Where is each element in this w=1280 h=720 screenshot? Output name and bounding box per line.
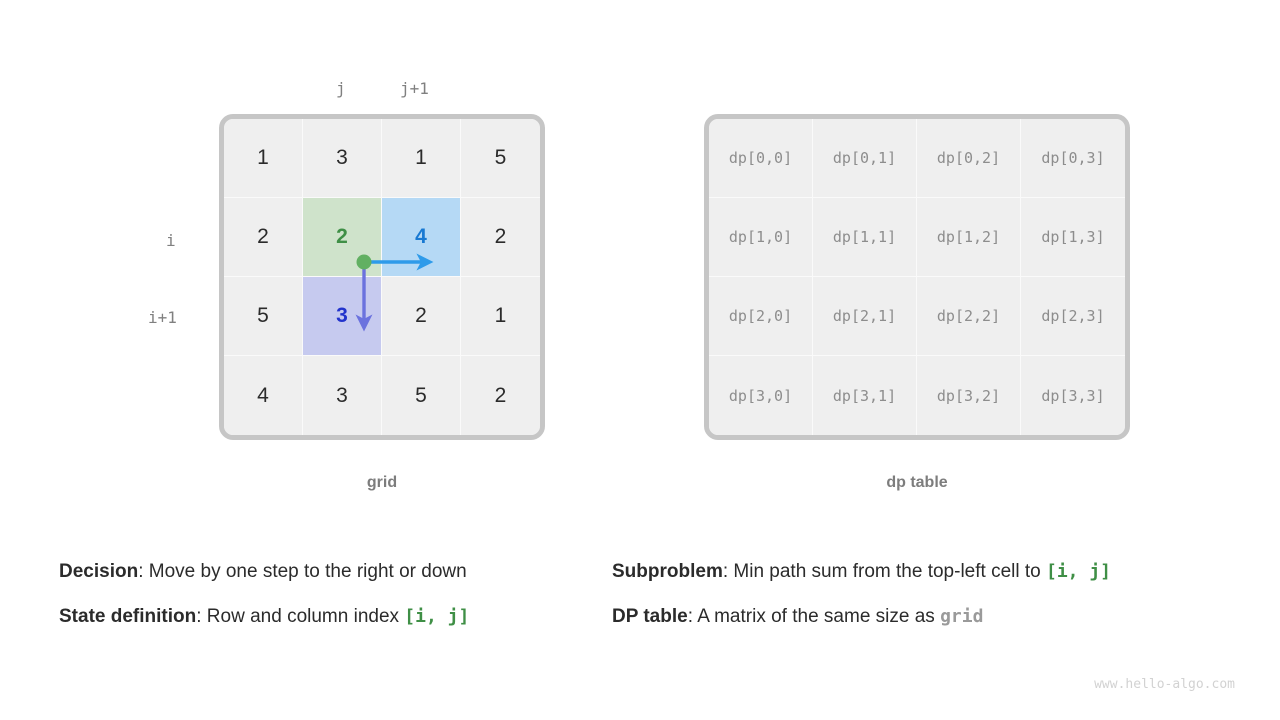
column-label-j: j [336, 79, 346, 98]
note-dp-table-separator: : [687, 606, 698, 627]
grid-cell-2-1: 3 [303, 277, 382, 356]
watermark: www.hello-algo.com [1094, 677, 1235, 692]
grid-cell-value: 3 [336, 304, 348, 327]
grid-cell-value: 2 [257, 225, 269, 248]
grid-cell-0-1: 3 [303, 119, 382, 198]
dp-cell-3-1: dp[3,1] [813, 356, 917, 435]
note-state-separator: : [196, 606, 207, 627]
dp-table-matrix: dp[0,0] dp[0,1] dp[0,2] dp[0,3] dp[1,0] dp[1,… [704, 114, 1130, 440]
grid-caption: grid [366, 474, 398, 491]
grid-cell-0-2: 1 [382, 119, 461, 198]
grid-cell-1-1: 2 [303, 198, 382, 277]
grid-cell-3-0: 4 [224, 356, 303, 435]
grid-cell-value: 2 [336, 225, 348, 248]
grid-cell-1-0: 2 [224, 198, 303, 277]
row-label-i-plus-1: i+1 [148, 308, 177, 327]
note-dp-table: DP table: A matrix of the same size as g… [612, 607, 983, 626]
dp-cell-0-1: dp[0,1] [813, 119, 917, 198]
grid-matrix: 1 3 1 5 2 2 4 2 5 3 2 1 4 3 5 2 [219, 114, 545, 440]
dp-cell-3-2: dp[3,2] [917, 356, 1021, 435]
grid-cell-value: 5 [494, 146, 507, 169]
dp-cell-label: dp[0,2] [936, 149, 1001, 167]
note-dp-table-label: DP table [612, 606, 688, 627]
dp-cell-label: dp[0,0] [728, 149, 793, 167]
grid-cell-value: 1 [257, 146, 269, 169]
note-state-text: Row and column index [206, 606, 405, 627]
dp-cell-label: dp[0,3] [1041, 149, 1105, 167]
note-state-code: [i, j] [404, 606, 470, 627]
grid-cell-value: 2 [494, 383, 507, 407]
grid-cell-1-2: 4 [382, 198, 461, 277]
dp-cell-label: dp[2,3] [1041, 307, 1105, 325]
dp-cell-2-3: dp[2,3] [1021, 277, 1125, 356]
grid-cell-3-3: 2 [461, 356, 540, 435]
grid-cell-3-1: 3 [303, 356, 382, 435]
dp-cell-1-2: dp[1,2] [917, 198, 1021, 277]
note-decision-label: Decision [59, 561, 139, 582]
note-dp-table-code: grid [940, 606, 984, 627]
note-dp-table-text: A matrix of the same size as [697, 606, 941, 627]
note-decision-separator: : [138, 561, 149, 582]
grid-cell-value: 5 [257, 304, 269, 327]
note-subproblem-text: Min path sum from the top-left cell to [733, 561, 1046, 582]
dp-cell-label: dp[1,2] [936, 228, 1001, 246]
note-state-definition: State definition: Row and column index [… [59, 607, 469, 626]
dp-cell-0-0: dp[0,0] [709, 119, 813, 198]
dp-cell-label: dp[3,3] [1041, 386, 1105, 405]
grid-cell-value: 4 [257, 383, 269, 407]
grid-cell-0-3: 5 [461, 119, 540, 198]
dp-cell-1-0: dp[1,0] [709, 198, 813, 277]
dp-cell-label: dp[0,1] [832, 149, 897, 167]
grid-cell-2-0: 5 [224, 277, 303, 356]
grid-cell-2-3: 1 [461, 277, 540, 356]
grid-cell-value: 5 [415, 383, 427, 407]
dp-cell-label: dp[2,1] [832, 307, 897, 325]
row-label-i: i [166, 231, 176, 250]
grid-cell-2-2: 2 [382, 277, 461, 356]
note-state-label: State definition [59, 606, 197, 627]
note-decision: Decision: Move by one step to the right … [59, 562, 467, 581]
note-subproblem-code: [i, j] [1045, 561, 1112, 582]
dp-cell-2-0: dp[2,0] [709, 277, 813, 356]
dp-cell-0-2: dp[0,2] [917, 119, 1021, 198]
grid-cell-value: 3 [336, 146, 348, 169]
grid-cell-1-3: 2 [461, 198, 540, 277]
grid-cell-value: 3 [336, 383, 348, 407]
grid-cell-value: 1 [494, 304, 507, 327]
dp-table-caption: dp table [886, 474, 948, 491]
dp-cell-1-3: dp[1,3] [1021, 198, 1125, 277]
dp-cell-label: dp[2,2] [936, 307, 1001, 325]
dp-cell-label: dp[2,0] [728, 307, 793, 325]
dp-cell-label: dp[3,1] [832, 386, 897, 405]
dp-cell-3-0: dp[3,0] [709, 356, 813, 435]
note-subproblem: Subproblem: Min path sum from the top-le… [612, 562, 1111, 581]
dp-cell-label: dp[1,1] [832, 228, 897, 246]
grid-cell-value: 4 [415, 225, 427, 248]
note-decision-text: Move by one step to the right or down [148, 561, 467, 582]
grid-cell-3-2: 5 [382, 356, 461, 435]
dp-cell-1-1: dp[1,1] [813, 198, 917, 277]
dp-cell-0-3: dp[0,3] [1021, 119, 1125, 198]
dp-cell-label: dp[1,0] [728, 228, 793, 246]
grid-cell-value: 2 [494, 225, 507, 248]
dp-cell-3-3: dp[3,3] [1021, 356, 1125, 435]
dp-cell-label: dp[3,0] [728, 386, 793, 405]
column-label-j-plus-1: j+1 [400, 79, 429, 98]
grid-cell-value: 2 [415, 304, 427, 327]
note-subproblem-label: Subproblem [612, 561, 723, 582]
dp-cell-label: dp[1,3] [1041, 228, 1105, 246]
grid-cell-value: 1 [415, 146, 427, 169]
dp-cell-2-2: dp[2,2] [917, 277, 1021, 356]
dp-cell-2-1: dp[2,1] [813, 277, 917, 356]
grid-cell-0-0: 1 [224, 119, 303, 198]
note-subproblem-separator: : [722, 561, 734, 582]
dp-cell-label: dp[3,2] [936, 386, 1001, 405]
